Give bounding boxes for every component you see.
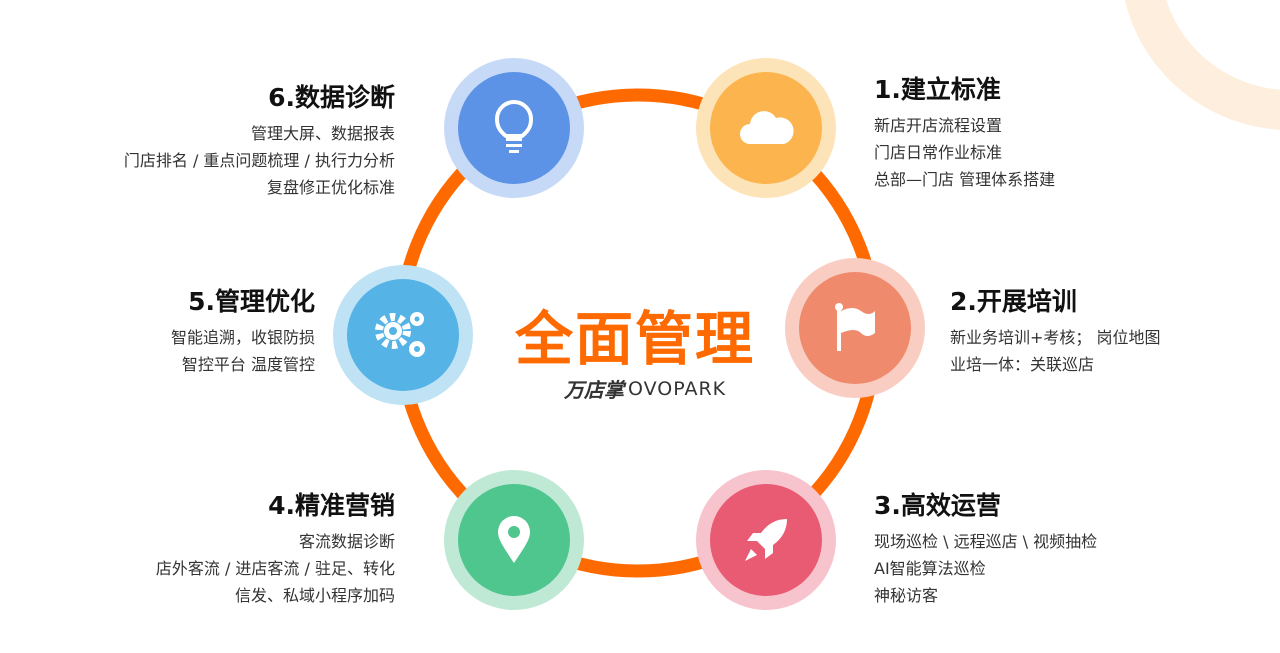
step-title: 4.精准营销 xyxy=(268,491,395,520)
step-line: AI智能算法巡检 xyxy=(874,559,986,578)
step-line: 业培一体：关联巡店 xyxy=(950,355,1095,374)
node-optimization xyxy=(333,265,473,405)
step-line: 总部—门店 管理体系搭建 xyxy=(874,170,1056,189)
step-line: 智控平台 温度管控 xyxy=(181,355,315,374)
rocket-icon xyxy=(745,519,787,561)
ovopark-logo: 万店掌 OVOPARK xyxy=(564,374,726,403)
step-title: 6.数据诊断 xyxy=(268,83,395,112)
node-build-standard xyxy=(696,58,836,198)
step-line: 管理大屏、数据报表 xyxy=(250,124,395,143)
step-title: 2.开展培训 xyxy=(950,287,1077,316)
step-line: 复盘修正优化标准 xyxy=(266,178,395,197)
decorative-corner-arc xyxy=(1124,0,1280,130)
step-line: 店外客流 / 进店客流 / 驻足、转化 xyxy=(155,559,395,578)
step-5-text: 5.管理优化 智能追溯，收银防损 智控平台 温度管控 xyxy=(171,282,315,378)
step-line: 门店排名 / 重点问题梳理 / 执行力分析 xyxy=(123,151,395,170)
flag-icon xyxy=(835,303,875,351)
step-line: 信发、私域小程序加码 xyxy=(234,586,395,605)
step-line: 神秘访客 xyxy=(874,586,939,605)
node-operations xyxy=(696,470,836,610)
step-line: 新店开店流程设置 xyxy=(874,116,1003,135)
node-marketing xyxy=(444,470,584,610)
step-line: 客流数据诊断 xyxy=(298,532,395,551)
step-4-text: 4.精准营销 客流数据诊断 店外客流 / 进店客流 / 驻足、转化 信发、私域小… xyxy=(156,486,395,609)
step-title: 5.管理优化 xyxy=(188,287,315,316)
step-line: 现场巡检 \ 远程巡店 \ 视频抽检 xyxy=(874,532,1098,551)
center-title: 全面管理 xyxy=(515,305,756,373)
node-data-diagnosis xyxy=(444,58,584,198)
gears-icon xyxy=(375,312,425,357)
step-3-text: 3.高效运营 现场巡检 \ 远程巡店 \ 视频抽检 AI智能算法巡检 神秘访客 xyxy=(874,486,1097,609)
lightbulb-icon xyxy=(494,100,534,153)
step-1-text: 1.建立标准 新店开店流程设置 门店日常作业标准 总部—门店 管理体系搭建 xyxy=(874,70,1055,193)
logo-en: OVOPARK xyxy=(628,377,727,400)
step-2-text: 2.开展培训 新业务培训+考核； 岗位地图 业培一体：关联巡店 xyxy=(950,282,1161,378)
location-pin-icon xyxy=(498,516,530,563)
step-line: 智能追溯，收银防损 xyxy=(170,328,315,347)
logo-cn: 万店掌 xyxy=(564,378,624,402)
step-line: 新业务培训+考核； 岗位地图 xyxy=(950,328,1161,347)
step-title: 3.高效运营 xyxy=(874,491,1001,520)
step-title: 1.建立标准 xyxy=(874,75,1001,104)
step-line: 门店日常作业标准 xyxy=(874,143,1003,162)
cloud-icon xyxy=(740,111,794,144)
node-training xyxy=(785,258,925,398)
step-6-text: 6.数据诊断 管理大屏、数据报表 门店排名 / 重点问题梳理 / 执行力分析 复… xyxy=(124,78,395,201)
